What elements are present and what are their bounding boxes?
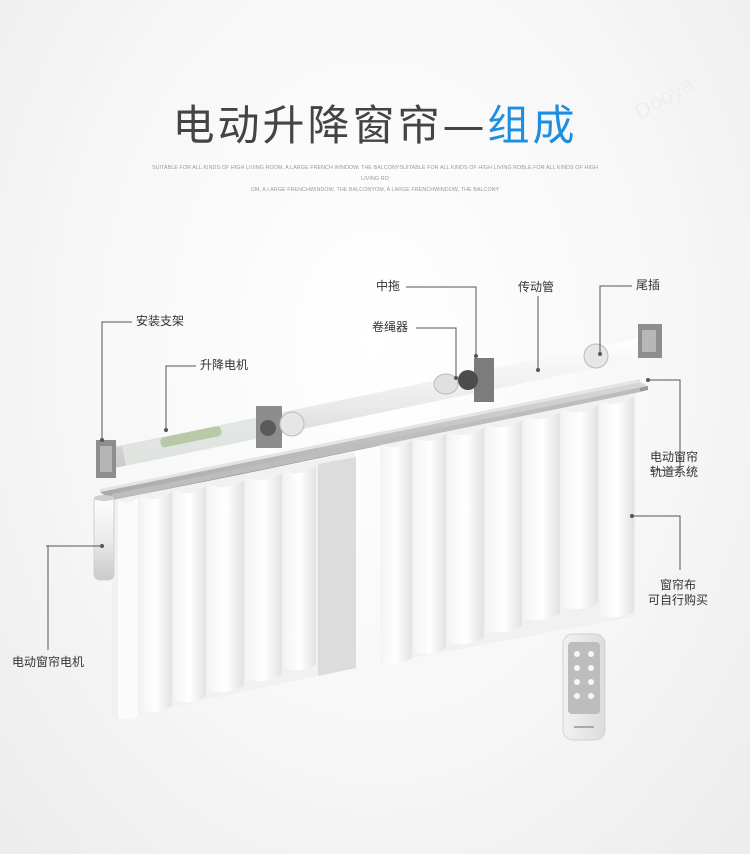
- label-rope-winder: 卷绳器: [372, 320, 409, 334]
- label-fabric-line-1: 窗帘布: [660, 578, 697, 592]
- label-motor: 升降电机: [200, 358, 249, 372]
- upper-rail: [112, 388, 640, 500]
- label-curtain-motor: 电动窗帘电机: [12, 655, 85, 669]
- label-track: 电动窗帘 轨道系统: [650, 450, 698, 480]
- label-end-plug: 尾插: [636, 278, 661, 292]
- subtitle-line-2: OM, A LARGE FRENCHWINDOW, THE BALCONYOM,…: [250, 187, 500, 193]
- label-drive-tube: 传动管: [518, 280, 555, 294]
- curtain-right: [380, 392, 636, 665]
- subtitle-line-1: SUITABLE FOR ALL KINDS OF HIGH LIVING RO…: [151, 165, 599, 182]
- label-fabric: 窗帘布 可自行购买: [648, 578, 708, 608]
- leader-lines: [46, 285, 681, 570]
- curtain-motor: [93, 495, 115, 581]
- label-bracket: 安装支架: [136, 314, 185, 328]
- label-track-line-2: 轨道系统: [650, 465, 699, 479]
- label-middle-holder: 中拖: [376, 279, 401, 293]
- title-main: 电动升降窗帘—: [172, 101, 488, 150]
- page-title: 电动升降窗帘—组成: [0, 92, 750, 153]
- curtain-left: [112, 452, 356, 720]
- label-track-line-1: 电动窗帘: [650, 450, 699, 464]
- subtitle: SUITABLE FOR ALL KINDS OF HIGH LIVING RO…: [150, 163, 600, 196]
- remote-control: [562, 633, 606, 741]
- label-fabric-line-2: 可自行购买: [648, 593, 709, 607]
- drive-tube-assembly: [96, 324, 662, 478]
- title-accent: 组成: [487, 101, 578, 150]
